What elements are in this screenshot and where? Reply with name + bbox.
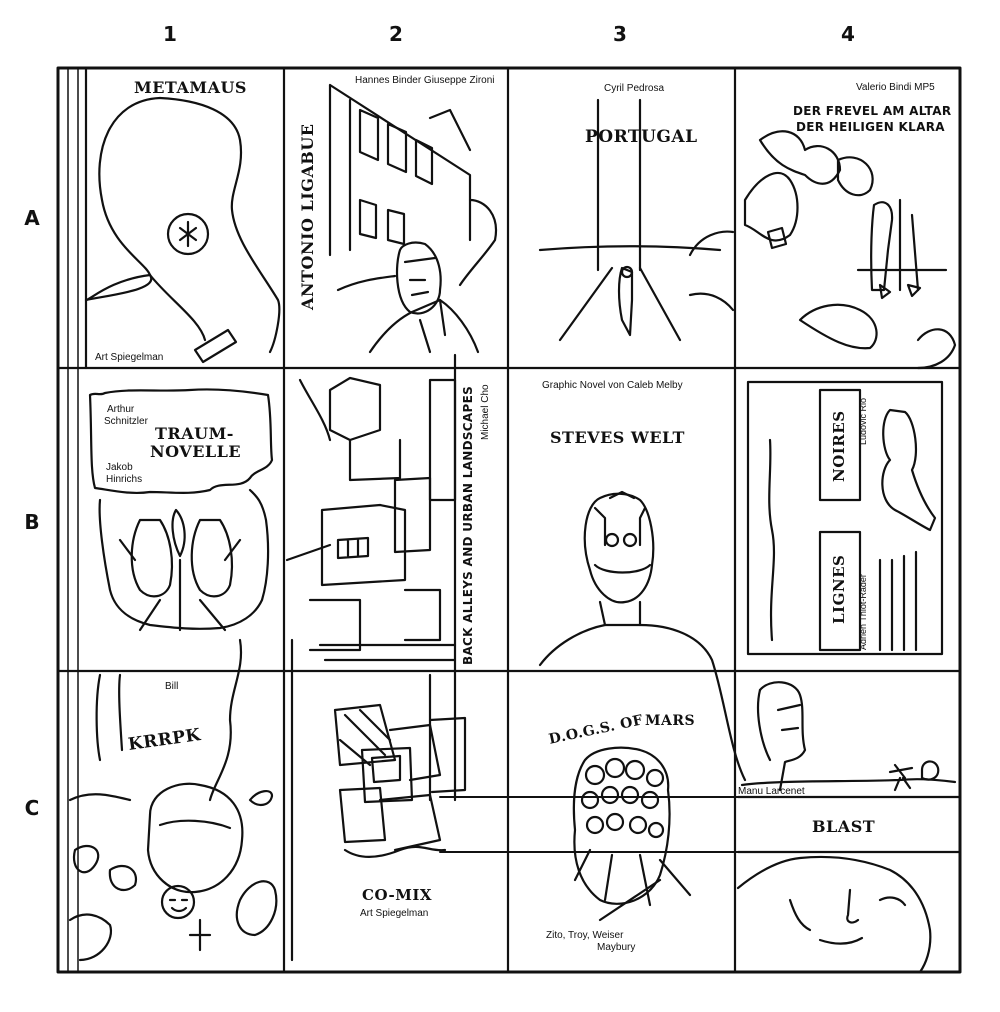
cover-b4-title1: NOIRES — [830, 410, 848, 482]
cover-b4-title2: LIGNES — [830, 554, 848, 624]
traumnovelle-cover-art — [88, 388, 274, 632]
cover-c2-title: CO-MIX — [362, 886, 433, 904]
cover-b1-author1-line1: Arthur — [107, 404, 135, 415]
cover-a3-author: Cyril Pedrosa — [604, 83, 665, 94]
krrpk-creatures — [68, 638, 278, 962]
portugal-road-scene — [538, 98, 735, 342]
steves-welt-figure — [538, 490, 747, 782]
blast-figures — [736, 681, 962, 974]
column-header-4: 4 — [841, 22, 855, 46]
cover-a3-title: PORTUGAL — [585, 127, 698, 147]
row-header-c: C — [24, 796, 40, 820]
cover-b3-subtitle: Graphic Novel von Caleb Melby — [542, 380, 683, 391]
noires-lignes-cover-art — [746, 380, 944, 656]
cover-b1-title-line1: TRAUM- — [155, 424, 234, 443]
cover-a2-title: ANTONIO LIGABUE — [298, 123, 317, 310]
cover-a4-title-line2: DER HEILIGEN KLARA — [796, 120, 945, 134]
cover-b2-author: Michael Cho — [480, 384, 491, 440]
cover-a4-title-line1: DER FREVEL AM ALTAR — [793, 104, 952, 118]
cover-a4-authors: Valerio Bindi MP5 — [856, 82, 935, 93]
cover-a1-title: METAMAUS — [134, 78, 247, 97]
cover-b3-title: STEVES WELT — [550, 428, 685, 447]
cover-b1-author2-line2: Hinrichs — [106, 474, 143, 485]
cover-b1-title-line2: NOVELLE — [150, 442, 242, 461]
cover-c3-authors-line1: Zito, Troy, Weiser — [546, 930, 624, 941]
dogs-of-mars-crowd — [572, 746, 692, 922]
grid-lines — [56, 66, 962, 974]
cover-a1-author: Art Spiegelman — [95, 352, 164, 363]
cover-c4-author: Manu Larcenet — [738, 786, 805, 797]
cover-c4-title: BLAST — [812, 817, 876, 836]
cover-c3-authors-line2: Maybury — [597, 942, 636, 953]
cover-b1-author2-line1: Jakob — [106, 462, 133, 473]
comix-collage — [333, 703, 467, 858]
column-header-3: 3 — [613, 22, 627, 46]
frevel-altar-scene — [743, 130, 957, 370]
column-header-2: 2 — [389, 22, 403, 46]
row-header-b: B — [24, 510, 40, 534]
cover-b1-author1-line2: Schnitzler — [104, 416, 148, 427]
cover-c2-author: Art Spiegelman — [360, 908, 429, 919]
cover-b4-author1: Ludovic Rio — [858, 397, 868, 445]
cover-c1-author: Bill — [165, 681, 179, 692]
column-header-1: 1 — [163, 22, 177, 46]
cover-a2-authors: Hannes Binder Giuseppe Zironi — [355, 75, 495, 86]
row-header-a: A — [24, 206, 40, 230]
cover-b2-title: BACK ALLEYS AND URBAN LANDSCAPES — [461, 385, 475, 665]
cover-b4-author2: Adrien Thiot-Rader — [858, 574, 868, 650]
cover-c3-title-line2: MARS — [645, 713, 696, 729]
ligabue-street-scene — [328, 83, 498, 354]
metamaus-mouse-head — [84, 96, 281, 364]
back-alleys-cityscape — [285, 353, 457, 962]
